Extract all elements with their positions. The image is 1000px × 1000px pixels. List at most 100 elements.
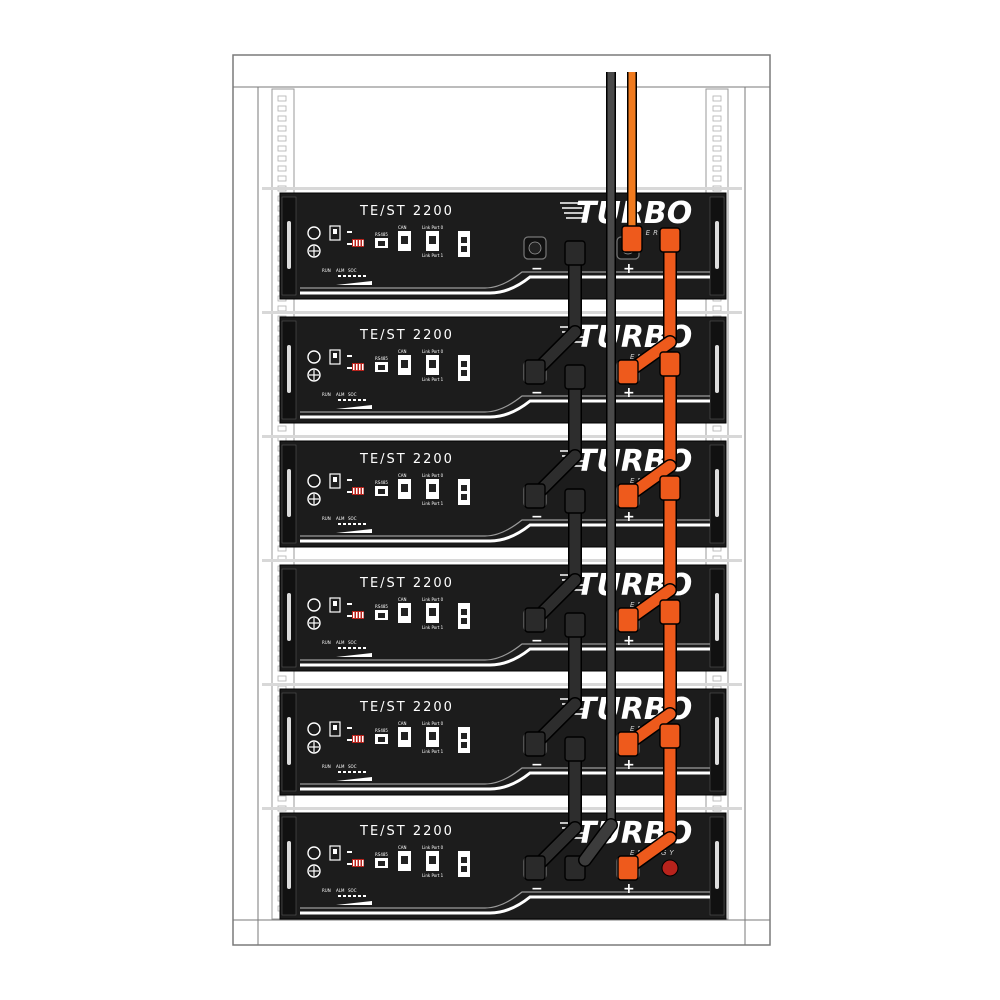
- link-port-1-socket: [461, 361, 467, 367]
- link-port-1: [458, 727, 470, 753]
- link-port-0-label: Link Port 0: [422, 597, 444, 602]
- power-switch-icon: [329, 597, 341, 613]
- positive-link-plug: [659, 227, 681, 253]
- alm-label: ALM: [336, 392, 345, 397]
- negative-link-plug: [524, 731, 546, 757]
- negative-link-plug: [524, 483, 546, 509]
- can-port-label: CAN: [398, 721, 407, 726]
- positive-polarity-label: +: [623, 757, 635, 773]
- rs485-port-label: RS485: [375, 356, 388, 361]
- indicator-mark: [347, 727, 352, 729]
- rail-hole: [712, 175, 722, 182]
- power-switch-toggle: [333, 725, 337, 730]
- soc-led: [343, 895, 346, 897]
- main-positive-plug: [621, 225, 643, 253]
- positive-link-plug: [659, 599, 681, 625]
- rail-hole: [277, 125, 287, 132]
- rs485-port-socket: [378, 365, 385, 370]
- soc-wedge: [336, 777, 372, 781]
- decor-swoosh: [300, 647, 710, 667]
- link-port-1-label: Link Port 1: [422, 749, 444, 754]
- link-port-1-socket: [461, 857, 467, 863]
- link-port-1-socket: [461, 609, 467, 615]
- alm-label: ALM: [336, 516, 345, 521]
- rs485-port-label: RS485: [375, 604, 388, 609]
- decor-swoosh: [300, 523, 710, 543]
- power-switch-icon: [329, 721, 341, 737]
- soc-led: [363, 523, 366, 525]
- decor-swoosh: [300, 895, 710, 915]
- reset-button-icon: [307, 474, 321, 488]
- soc-led: [353, 895, 356, 897]
- rail-hole: [277, 145, 287, 152]
- decor-swoosh: [300, 395, 710, 413]
- can-port-socket: [401, 360, 408, 368]
- soc-led: [338, 895, 341, 897]
- handle-grip: [715, 841, 719, 889]
- soc-label: SOC: [348, 888, 357, 893]
- dip-switch-pin: [353, 860, 355, 866]
- handle-grip: [715, 717, 719, 765]
- rail-hole: [712, 795, 722, 802]
- link-port-1-socket: [461, 866, 467, 872]
- dip-switch: [352, 611, 364, 619]
- ground-screw-icon: [307, 244, 321, 258]
- handle-grip: [715, 221, 719, 269]
- soc-led: [338, 275, 341, 277]
- can-port-socket: [401, 236, 408, 244]
- link-port-1-socket: [461, 733, 467, 739]
- rail-hole: [277, 675, 287, 682]
- rail-hole: [712, 165, 722, 172]
- module-model-label: TE/ST 2200: [359, 452, 454, 467]
- soc-led: [353, 647, 356, 649]
- link-port-1: [458, 231, 470, 257]
- link-port-0-socket: [429, 856, 436, 864]
- shelf-divider: [262, 187, 742, 190]
- soc-led: [343, 399, 346, 401]
- module-model-label: TE/ST 2200: [359, 576, 454, 591]
- link-port-1-label: Link Port 1: [422, 253, 444, 258]
- rs485-port-label: RS485: [375, 232, 388, 237]
- alm-label: ALM: [336, 268, 345, 273]
- decor-swoosh: [300, 271, 710, 289]
- can-port-label: CAN: [398, 845, 407, 850]
- power-switch-icon: [329, 845, 341, 861]
- indicator-mark: [347, 479, 352, 481]
- rs485-port-socket: [378, 489, 385, 494]
- dip-switch-pin: [362, 860, 364, 866]
- module-model-label: TE/ST 2200: [359, 824, 454, 839]
- soc-label: SOC: [348, 640, 357, 645]
- soc-wedge: [336, 653, 372, 657]
- negative-link-plug: [524, 855, 546, 881]
- dip-switch-pin: [359, 488, 361, 494]
- run-label: RUN: [322, 640, 331, 645]
- positive-link-plug: [659, 475, 681, 501]
- decor-swoosh: [300, 519, 710, 537]
- handle-grip: [715, 593, 719, 641]
- decor-swoosh: [300, 399, 710, 419]
- dip-switch-pin: [359, 736, 361, 742]
- run-label: RUN: [322, 392, 331, 397]
- ground-screw-icon: [307, 368, 321, 382]
- indicator-mark: [347, 739, 352, 741]
- negative-link-plug: [564, 488, 586, 514]
- indicator-mark: [347, 851, 352, 853]
- can-port-socket: [401, 732, 408, 740]
- rail-hole: [277, 165, 287, 172]
- rail-hole: [277, 115, 287, 122]
- link-port-0-socket: [429, 608, 436, 616]
- rail-hole: [712, 145, 722, 152]
- negative-terminal-bolt: [528, 241, 542, 255]
- soc-led: [348, 647, 351, 649]
- decor-swoosh: [300, 643, 710, 661]
- reset-button-icon: [307, 846, 321, 860]
- dip-switch-pin: [362, 736, 364, 742]
- negative-link-plug: [524, 359, 546, 385]
- soc-led: [348, 275, 351, 277]
- negative-link-plug: [524, 607, 546, 633]
- soc-led: [363, 647, 366, 649]
- soc-label: SOC: [348, 392, 357, 397]
- positive-link-plug: [659, 351, 681, 377]
- dip-switch-pin: [353, 364, 355, 370]
- link-port-1: [458, 851, 470, 877]
